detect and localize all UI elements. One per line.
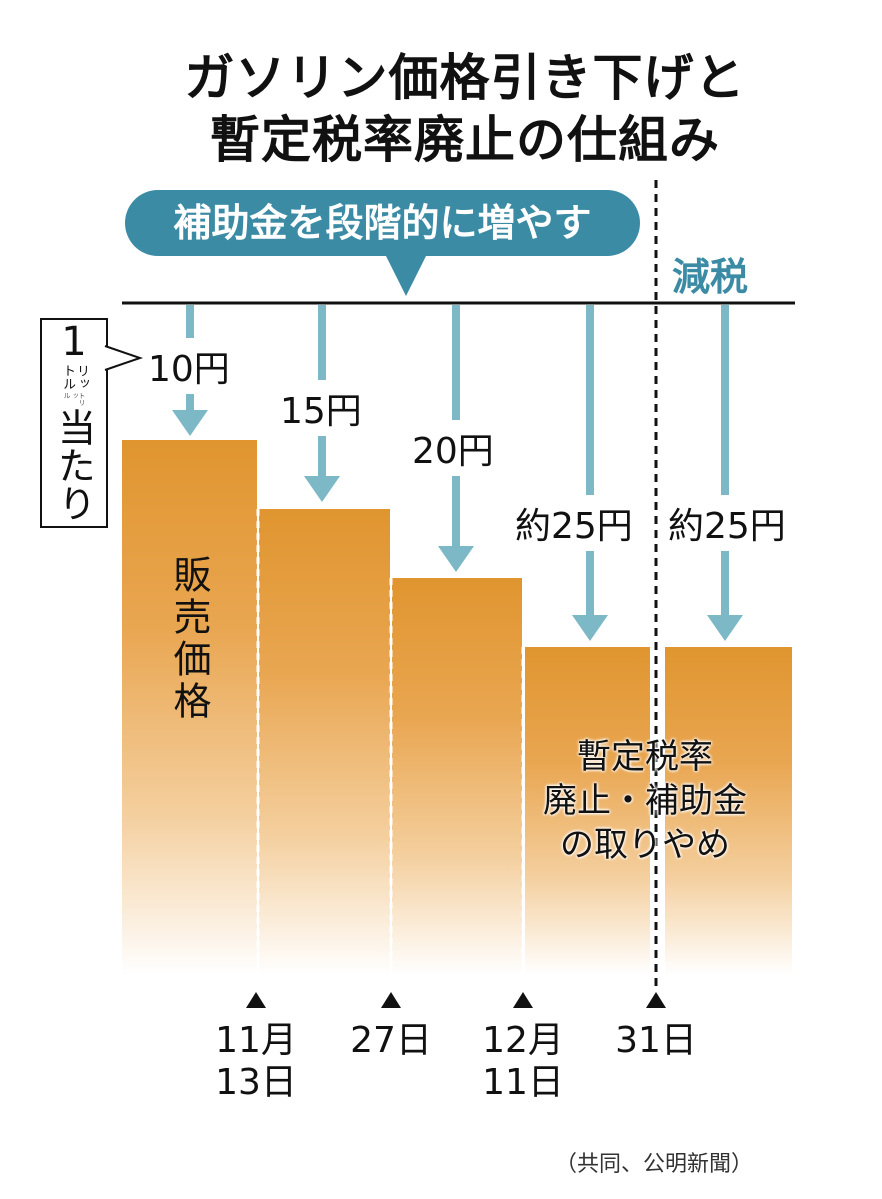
subsidy-banner: 補助金を段階的に増やす — [125, 190, 640, 256]
sales-price-label: 販売価格 — [167, 555, 211, 723]
callout-unit-ruby-wrap: リットル — [42, 364, 106, 392]
amount-label-4: 約25円 — [515, 495, 633, 551]
date-line-2: 11日 — [482, 1062, 564, 1103]
amount-label-1: 10円 — [148, 338, 230, 394]
callout-number: 1 — [61, 319, 87, 365]
date-line-2: 13日 — [215, 1062, 297, 1103]
price-bar-5 — [665, 647, 792, 975]
callout-unit-ruby: リットル — [60, 364, 89, 390]
date-marker-icon — [646, 992, 666, 1008]
date-line-1: 31日 — [615, 1020, 697, 1061]
date-marker-icon — [246, 992, 266, 1008]
per-liter-callout: 1 リットル ル トリッ 当たり — [40, 318, 108, 528]
date-marker-icon — [381, 992, 401, 1008]
amount-label-5: 約25円 — [668, 495, 786, 551]
date-line-1: 11月 — [215, 1020, 297, 1061]
end-note-line-3: の取りやめ — [560, 825, 730, 865]
callout-unit-ruby-2: トリッ — [71, 392, 86, 406]
date-label-4: 31日 — [596, 1020, 716, 1062]
callout-pointer — [104, 345, 144, 371]
banner-pointer — [385, 254, 427, 296]
title-line-2: 暫定税率廃止の仕組み — [210, 111, 720, 169]
amount-label-3: 20円 — [412, 420, 494, 476]
callout-unit-ruby-1: ル — [63, 392, 71, 399]
price-bar-1 — [122, 440, 257, 975]
price-bar-2 — [259, 509, 390, 975]
end-note-line-1: 暫定税率 — [577, 737, 713, 777]
source-credit: （共同、公明新聞） — [555, 1152, 754, 1177]
date-label-2: 27日 — [331, 1020, 451, 1062]
price-bar-4 — [525, 647, 650, 975]
end-note-line-2: 廃止・補助金 — [543, 781, 747, 821]
tax-cut-label: 減税 — [672, 255, 749, 299]
date-line-1: 27日 — [350, 1020, 432, 1061]
amount-label-2: 15円 — [280, 380, 362, 436]
callout-unit-ruby-cols: ル トリッ — [42, 392, 106, 408]
title-line-1: ガソリン価格引き下げと — [184, 49, 746, 107]
end-note: 暫定税率 廃止・補助金 の取りやめ — [520, 735, 770, 867]
price-bar-3 — [392, 578, 522, 975]
date-line-1: 12月 — [482, 1020, 564, 1061]
date-marker-icon — [513, 992, 533, 1008]
callout-suffix: 当たり — [51, 408, 96, 522]
